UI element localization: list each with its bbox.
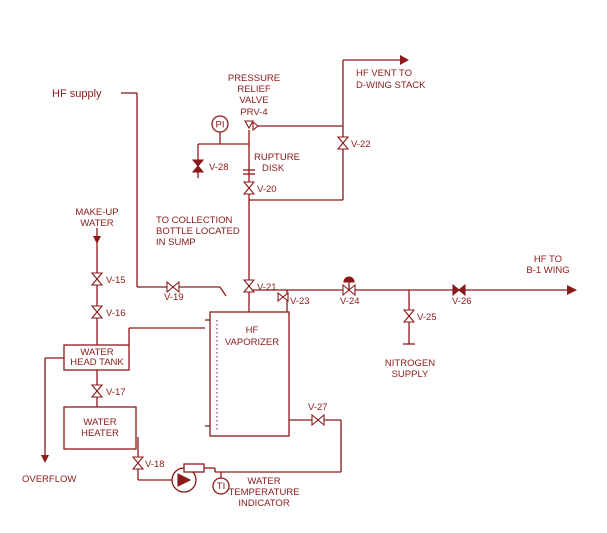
- hf-to-label-1: HF TO: [534, 254, 562, 265]
- temp-label-2: TEMPERATURE: [228, 487, 299, 498]
- water-pump: [171, 463, 205, 493]
- hf-to-b1-arrow: [567, 285, 577, 295]
- svg-text:WATER: WATER: [80, 347, 113, 358]
- cropped-bottom-edge: [0, 524, 607, 533]
- hf-supply-label: HF supply: [52, 88, 102, 100]
- valve-v24-label: V-24: [340, 296, 360, 307]
- valve-v15-label: V-15: [106, 275, 126, 286]
- rupture-disk: [243, 169, 255, 175]
- rupture-label-1: RUPTURE: [254, 152, 300, 163]
- nitrogen-label-2: SUPPLY: [392, 369, 429, 380]
- valve-v20-label: V-20: [257, 184, 277, 195]
- vent-arrow: [400, 55, 409, 65]
- valve-v23[interactable]: [277, 291, 289, 303]
- valve-v16-label: V-16: [106, 308, 126, 319]
- valve-v17[interactable]: [90, 384, 104, 398]
- valve-v19-label: V-19: [164, 292, 184, 303]
- hf-supply-pipe: [121, 92, 227, 297]
- valve-v26-label: V-26: [452, 296, 472, 307]
- valve-v20[interactable]: [242, 181, 256, 195]
- water-head-tank: WATER HEAD TANK: [63, 344, 130, 371]
- overflow-label: OVERFLOW: [22, 474, 76, 485]
- valve-v24[interactable]: [342, 276, 356, 297]
- valve-v21[interactable]: [242, 279, 256, 293]
- valve-v22-label: V-22: [351, 139, 371, 150]
- svg-text:HEATER: HEATER: [81, 428, 119, 439]
- valve-v28-label: V-28: [209, 162, 229, 173]
- svg-text:HEAD TANK: HEAD TANK: [70, 357, 124, 368]
- valve-v27[interactable]: [311, 413, 325, 427]
- prv-tag: PRV-4: [240, 107, 267, 118]
- prv-label-1: PRESSURE: [228, 73, 280, 84]
- temp-label-1: WATER: [247, 476, 280, 487]
- valve-v19[interactable]: [166, 280, 180, 294]
- overflow-arrow: [41, 455, 49, 463]
- valve-v23-label: V-23: [290, 296, 310, 307]
- valve-v21-label: V-21: [257, 282, 277, 293]
- valve-v25-label: V-25: [417, 312, 437, 323]
- valve-v25[interactable]: [402, 309, 416, 323]
- hf-to-label-2: B-1 WING: [526, 265, 569, 276]
- prv-label-2: RELIEF: [237, 84, 270, 95]
- vaporizer-outlet-pipe: [197, 59, 400, 312]
- hf-vaporizer-tank: [205, 311, 290, 437]
- valve-v28[interactable]: [191, 159, 205, 173]
- vent-label-2: D-WING STACK: [356, 80, 426, 91]
- valve-v16[interactable]: [90, 305, 104, 319]
- vaporizer-label-1: HF: [246, 325, 259, 336]
- vaporizer-label-2: VAPORIZER: [225, 337, 279, 348]
- valve-v22[interactable]: [336, 136, 350, 150]
- pressure-indicator-pi: PI: [211, 115, 229, 133]
- vent-label-1: HF VENT TO: [356, 68, 412, 79]
- collection-label-1: TO COLLECTION: [156, 215, 233, 226]
- makeup-label-2: WATER: [80, 218, 113, 229]
- prv-label-3: VALVE: [239, 95, 268, 106]
- valve-v18[interactable]: [131, 456, 145, 470]
- makeup-label-1: MAKE-UP: [75, 207, 118, 218]
- svg-text:TI: TI: [217, 481, 225, 492]
- valve-v27-label: V-27: [308, 402, 328, 413]
- pressure-relief-valve: [244, 120, 259, 132]
- valve-v18-label: V-18: [145, 459, 165, 470]
- svg-text:PI: PI: [216, 120, 225, 131]
- valve-v15[interactable]: [90, 272, 104, 286]
- collection-label-3: IN SUMP: [156, 237, 196, 248]
- valve-v17-label: V-17: [106, 387, 126, 398]
- temperature-indicator-ti: TI: [212, 472, 230, 495]
- collection-label-2: BOTTLE LOCATED: [156, 226, 240, 237]
- valve-v26[interactable]: [452, 283, 466, 297]
- temp-label-3: INDICATOR: [238, 498, 290, 509]
- svg-text:WATER: WATER: [83, 417, 116, 428]
- water-heater: WATER HEATER: [63, 406, 137, 450]
- makeup-water-arrow: [93, 236, 101, 244]
- rupture-label-2: DISK: [262, 163, 285, 174]
- nitrogen-label-1: NITROGEN: [385, 358, 435, 369]
